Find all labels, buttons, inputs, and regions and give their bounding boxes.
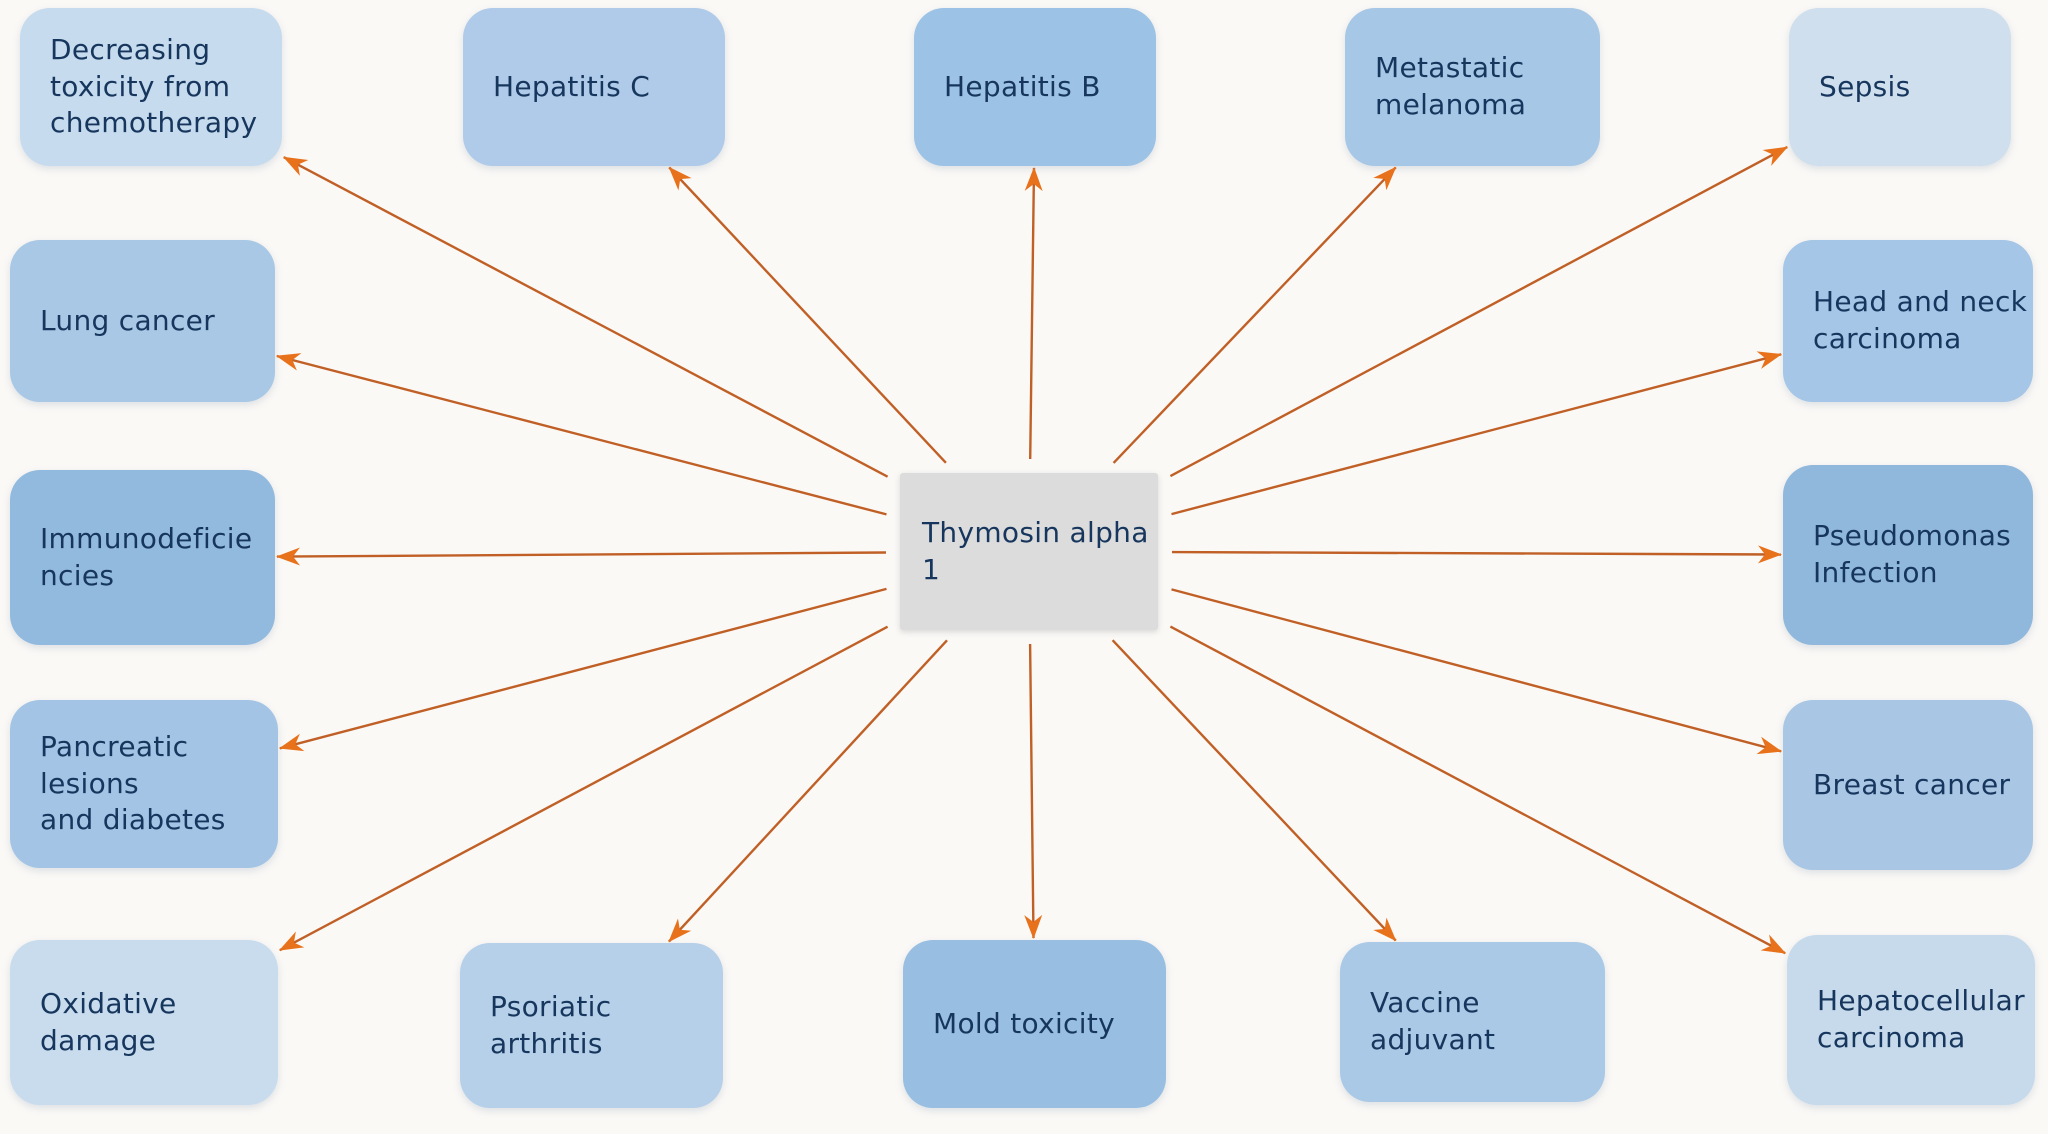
node-label-head-and-neck-carcinoma: Head and neck carcinoma — [1813, 285, 2028, 355]
node-hepatitis-c: Hepatitis C — [463, 8, 725, 166]
node-mold-toxicity: Mold toxicity — [903, 940, 1166, 1108]
arrow-to-oxidative-damage — [278, 625, 889, 952]
arrow-to-hepatocellular-carcinoma — [1169, 625, 1787, 955]
node-label-hepatitis-c: Hepatitis C — [493, 69, 651, 103]
node-oxidative-damage: Oxidative damage — [10, 940, 278, 1105]
node-label-psoriatic-arthritis: Psoriatic arthritis — [490, 989, 612, 1060]
arrow-to-psoriatic-arthritis — [668, 639, 948, 943]
node-label-lung-cancer: Lung cancer — [40, 303, 216, 337]
node-breast-cancer: Breast cancer — [1783, 700, 2033, 870]
node-decreasing-toxicity-from-chemotherapy: Decreasing toxicity from chemotherapy — [20, 8, 282, 166]
arrow-to-decreasing-toxicity-from-chemotherapy — [282, 156, 889, 478]
node-pancreatic-lesions-and-diabetes: Pancreatic lesions and diabetes — [10, 700, 278, 868]
arrow-to-lung-cancer — [275, 353, 887, 516]
node-hepatocellular-carcinoma: Hepatocellular carcinoma — [1787, 935, 2035, 1105]
arrow-to-breast-cancer — [1171, 588, 1783, 755]
arrow-to-vaccine-adjuvant — [1111, 639, 1397, 942]
arrow-to-immunodeficiencies — [276, 547, 887, 566]
node-label-pancreatic-lesions-and-diabetes: Pancreatic lesions and diabetes — [40, 729, 226, 837]
node-label-breast-cancer: Breast cancer — [1813, 767, 2011, 801]
arrow-to-hepatitis-c — [668, 166, 947, 464]
node-label-thymosin-alpha-1: Thymosin alpha 1 — [922, 515, 1149, 586]
node-hepatitis-b: Hepatitis B — [914, 8, 1156, 166]
node-psoriatic-arthritis: Psoriatic arthritis — [460, 943, 723, 1108]
node-label-hepatocellular-carcinoma: Hepatocellular carcinoma — [1817, 984, 2025, 1054]
arrow-to-metastatic-melanoma — [1112, 166, 1397, 464]
node-immunodeficiencies: Immunodeficie ncies — [10, 470, 275, 645]
arrow-to-sepsis — [1169, 146, 1789, 478]
node-metastatic-melanoma: Metastatic melanoma — [1345, 8, 1600, 166]
node-sepsis: Sepsis — [1789, 8, 2011, 166]
node-label-oxidative-damage: Oxidative damage — [40, 986, 177, 1057]
node-label-metastatic-melanoma: Metastatic melanoma — [1375, 51, 1527, 121]
node-pseudomonas-infection: Pseudomonas Infection — [1783, 465, 2033, 645]
node-thymosin-alpha-1: Thymosin alpha 1 — [900, 473, 1158, 630]
node-lung-cancer: Lung cancer — [10, 240, 275, 402]
node-label-vaccine-adjuvant: Vaccine adjuvant — [1370, 986, 1496, 1056]
node-label-immunodeficiencies: Immunodeficie ncies — [40, 521, 253, 592]
node-vaccine-adjuvant: Vaccine adjuvant — [1340, 942, 1605, 1102]
arrow-to-head-and-neck-carcinoma — [1171, 351, 1783, 516]
node-head-and-neck-carcinoma: Head and neck carcinoma — [1783, 240, 2033, 402]
node-label-pseudomonas-infection: Pseudomonas Infection — [1813, 519, 2012, 589]
node-label-sepsis: Sepsis — [1819, 69, 1911, 103]
arrow-to-hepatitis-b — [1024, 167, 1043, 460]
arrow-to-pseudomonas-infection — [1171, 545, 1782, 564]
arrow-to-mold-toxicity — [1024, 643, 1043, 939]
node-label-decreasing-toxicity-from-chemotherapy: Decreasing toxicity from chemotherapy — [50, 32, 258, 140]
node-label-hepatitis-b: Hepatitis B — [944, 69, 1101, 103]
arrow-to-pancreatic-lesions-and-diabetes — [278, 587, 887, 752]
node-label-mold-toxicity: Mold toxicity — [933, 1006, 1115, 1040]
